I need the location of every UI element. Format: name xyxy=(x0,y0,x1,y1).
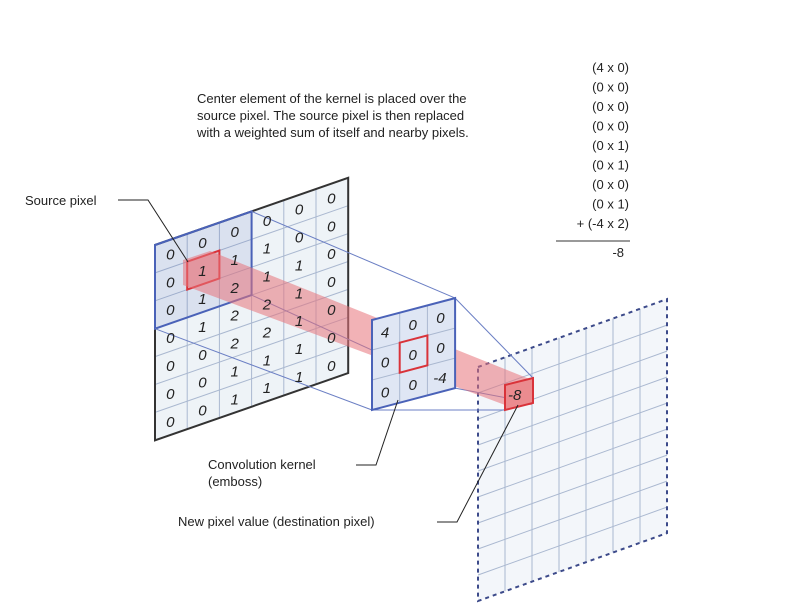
source-cell-value: 2 xyxy=(230,336,240,353)
grid-line xyxy=(477,428,668,498)
source-cell-value: 2 xyxy=(262,296,272,313)
grid-line xyxy=(477,376,668,446)
source-cell-value: 0 xyxy=(198,235,207,252)
source-cell-value: 0 xyxy=(166,274,175,291)
kernel-cell-value: 0 xyxy=(436,340,445,357)
source-cell-value: 0 xyxy=(166,414,175,431)
source-cell-value: 1 xyxy=(263,380,271,397)
kernel-center-highlight xyxy=(398,334,429,374)
source-cell-value: 1 xyxy=(263,241,271,258)
source-cell-value: 1 xyxy=(295,257,303,274)
svg-text:with a weighted sum of itself: with a weighted sum of itself and nearby… xyxy=(196,125,469,140)
kernel-cell-value: 0 xyxy=(409,347,418,364)
destination-image xyxy=(477,297,668,603)
source-cell-value: 0 xyxy=(166,358,175,375)
svg-text:Center element of the kernel i: Center element of the kernel is placed o… xyxy=(197,91,467,106)
source-cell-value: 1 xyxy=(295,285,303,302)
projection-line xyxy=(154,328,373,411)
kernel-cell-value: 0 xyxy=(409,377,418,394)
equation-term: (0 x 0) xyxy=(592,99,629,114)
source-cell-value: 1 xyxy=(198,263,206,280)
source-cell-value: 0 xyxy=(198,347,207,364)
equation-term: (0 x 1) xyxy=(592,138,629,153)
source-cell-value: 0 xyxy=(327,218,336,235)
source-cell-values: 0 0 0 0 0 0 0 1 1 1 0 0 0 1 2 1 1 0 0 1 2 2 1 0 0 0 2 2 1 0 0 0 1 1 1 0 0 0 1 1… xyxy=(166,190,336,430)
grid-line xyxy=(477,454,668,524)
source-cell-value: 0 xyxy=(327,330,336,347)
kernel-leader xyxy=(356,399,399,466)
source-cell-value: 0 xyxy=(231,224,240,241)
kernel-cell-value: -4 xyxy=(433,370,446,387)
convolution-kernel: 4 0 0 0 0 0 0 0 -4 xyxy=(371,296,457,412)
source-cell-value: 1 xyxy=(231,252,239,269)
kernel-cell-value: 4 xyxy=(381,324,389,341)
kernel-label-sub: (emboss) xyxy=(208,474,262,489)
source-cell-value: 2 xyxy=(262,324,272,341)
source-cell-value: 0 xyxy=(166,246,175,263)
source-cell-value: 0 xyxy=(327,358,336,375)
source-cell-value: 0 xyxy=(327,274,336,291)
source-cell-value: 1 xyxy=(198,291,206,308)
source-cell-value: 0 xyxy=(327,302,336,319)
equation: (4 x 0) (0 x 0) (0 x 0) (0 x 0) (0 x 1) (0 x … xyxy=(577,60,629,231)
source-cell-value: 0 xyxy=(327,246,336,263)
source-cell-value: 2 xyxy=(230,308,240,325)
svg-text:source pixel. The source pixel: source pixel. The source pixel is then r… xyxy=(197,108,464,123)
source-cell-value: 0 xyxy=(166,386,175,403)
source-cell-value: 0 xyxy=(166,330,175,347)
source-cell-value: 0 xyxy=(295,202,304,219)
destination-label: New pixel value (destination pixel) xyxy=(178,514,375,529)
kernel-label: Convolution kernel xyxy=(208,457,316,472)
grid-background xyxy=(372,298,456,410)
source-cell-value: 1 xyxy=(231,391,239,408)
equation-term: (0 x 1) xyxy=(592,197,629,212)
source-cell-value: 1 xyxy=(231,363,239,380)
projection-line xyxy=(454,297,534,379)
kernel-cell-value: 0 xyxy=(436,310,445,327)
source-cell-value: 2 xyxy=(230,280,240,297)
source-cell-value: 0 xyxy=(263,213,272,230)
destination-pixel: -8 xyxy=(504,376,534,412)
equation-term: + (-4 x 2) xyxy=(577,216,629,231)
source-cell-value: 1 xyxy=(263,352,271,369)
source-cell-value: 0 xyxy=(198,375,207,392)
equation-term: (0 x 1) xyxy=(592,158,629,173)
grid-border xyxy=(371,296,457,412)
grid-line xyxy=(154,344,349,413)
description: Center element of the kernel is placed o… xyxy=(196,91,469,140)
kernel-cell-value: 0 xyxy=(381,354,390,371)
kernel-cell-value: 0 xyxy=(409,317,418,334)
grid-line xyxy=(477,480,668,550)
equation-term: (0 x 0) xyxy=(592,80,629,95)
source-pixel-label: Source pixel xyxy=(25,193,97,208)
equation-term: (4 x 0) xyxy=(592,60,629,75)
source-cell-value: 0 xyxy=(198,403,207,420)
kernel-cell-value: 0 xyxy=(381,384,390,401)
source-cell-value: 1 xyxy=(295,313,303,330)
destination-leader xyxy=(437,404,519,523)
grid-border xyxy=(154,176,350,442)
source-cell-value: 1 xyxy=(295,369,303,386)
source-cell-value: 0 xyxy=(327,190,336,207)
grid-line xyxy=(477,402,668,472)
source-cell-value: 1 xyxy=(263,269,271,286)
source-cell-value: 1 xyxy=(198,319,206,336)
source-cell-value: 0 xyxy=(295,229,304,246)
source-cell-value: 0 xyxy=(166,302,175,319)
equation-term: (0 x 0) xyxy=(592,119,629,134)
source-pixel-leader xyxy=(118,199,189,263)
grid-line xyxy=(477,506,668,576)
projection-line xyxy=(251,210,456,299)
grid-border xyxy=(477,297,668,603)
grid-background xyxy=(478,299,667,601)
equation-result: -8 xyxy=(612,245,624,260)
source-cell-value: 1 xyxy=(295,341,303,358)
equation-term: (0 x 0) xyxy=(592,177,629,192)
destination-value: -8 xyxy=(508,387,522,404)
